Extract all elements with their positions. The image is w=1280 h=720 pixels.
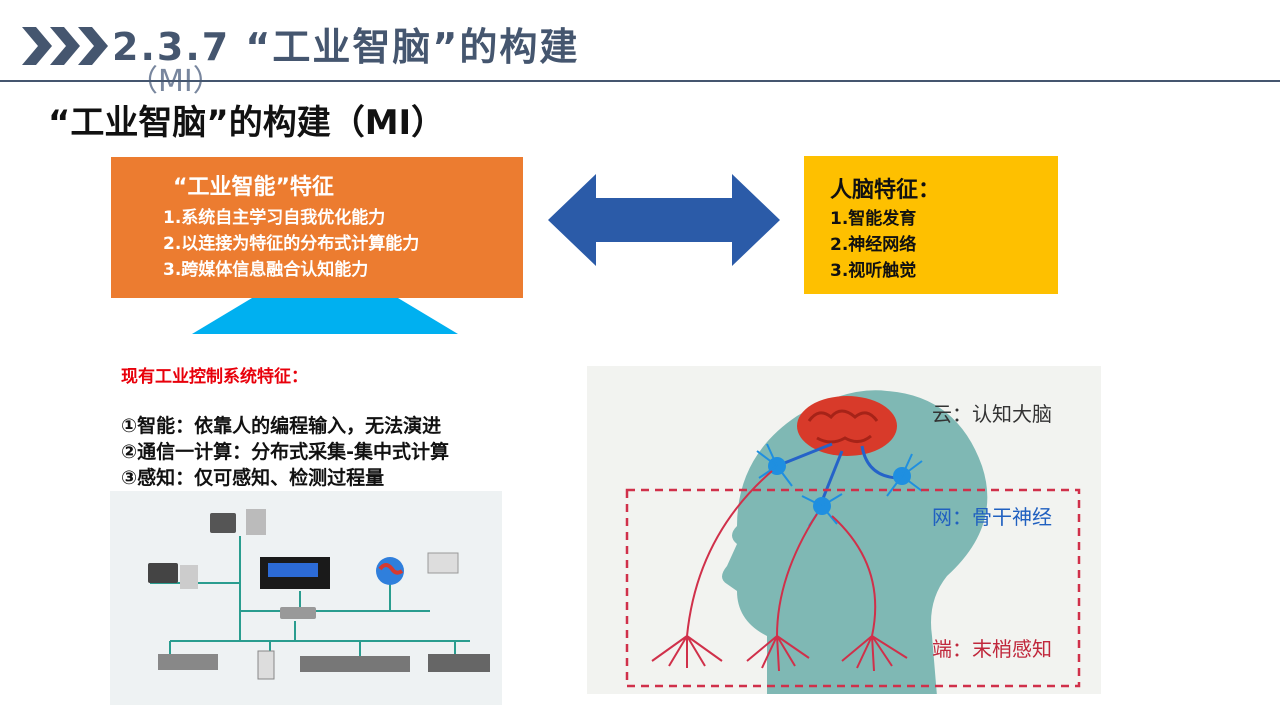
controller-icon: [428, 654, 490, 672]
control-network-diagram: [110, 491, 502, 705]
industrial-intelligence-item: 3.跨媒体信息融合认知能力: [163, 260, 369, 280]
chevron-icons: [22, 27, 108, 65]
computer-icon: [148, 563, 178, 583]
switch-icon: [280, 607, 316, 619]
modular-io-icon: [300, 656, 410, 672]
brain-head-graphic: 云：认知大脑 网：骨干神经 端：末梢感知: [587, 366, 1101, 694]
tower-icon: [246, 509, 266, 535]
human-brain-item: 3.视听触觉: [830, 261, 917, 281]
human-brain-heading: 人脑特征：: [830, 178, 941, 203]
triangle-pointer: [192, 298, 458, 334]
ac-drive-icon: [257, 650, 275, 680]
workstation-icon: [210, 513, 236, 533]
industrial-intelligence-item: 1.系统自主学习自我优化能力: [163, 208, 386, 228]
double-arrow-icon: [548, 174, 780, 266]
brain-icon: [797, 396, 897, 456]
human-brain-item: 1.智能发育: [830, 209, 917, 229]
dashed-region: [625, 488, 1081, 688]
control-system-item: ①智能：依靠人的编程输入，无法演进: [121, 415, 442, 437]
control-system-item: ③感知：仅可感知、检测过程量: [121, 467, 385, 489]
network-diagram-illustration: [110, 491, 502, 705]
industrial-intelligence-item: 2.以连接为特征的分布式计算能力: [163, 234, 420, 254]
page-title: 2.3.7 “工业智脑”的构建: [112, 25, 580, 69]
servo-drive-icon: [158, 654, 218, 670]
slide-subtitle: “工业智脑”的构建（MI）: [48, 103, 446, 143]
cloud-label: 云：认知大脑: [932, 402, 1052, 426]
industrial-intelligence-heading: “工业智能”特征: [173, 175, 334, 200]
tower-icon: [180, 565, 198, 589]
page-title-wrap: （MI）: [128, 64, 223, 99]
header-divider: [0, 80, 1280, 82]
control-system-title: 现有工业控制系统特征：: [121, 367, 308, 387]
human-brain-box: 人脑特征： 1.智能发育 2.神经网络 3.视听触觉: [804, 156, 1058, 294]
human-brain-item: 2.神经网络: [830, 235, 917, 255]
industrial-intelligence-box: “工业智能”特征 1.系统自主学习自我优化能力 2.以连接为特征的分布式计算能力…: [111, 157, 523, 298]
laptop-icon: [427, 552, 459, 574]
brain-network-illustration: 云：认知大脑 网：骨干神经 端：末梢感知: [587, 366, 1101, 694]
control-system-item: ②通信一计算：分布式采集-集中式计算: [121, 441, 449, 463]
edge-label: 端：末梢感知: [932, 637, 1052, 661]
network-label: 网：骨干神经: [932, 505, 1052, 529]
